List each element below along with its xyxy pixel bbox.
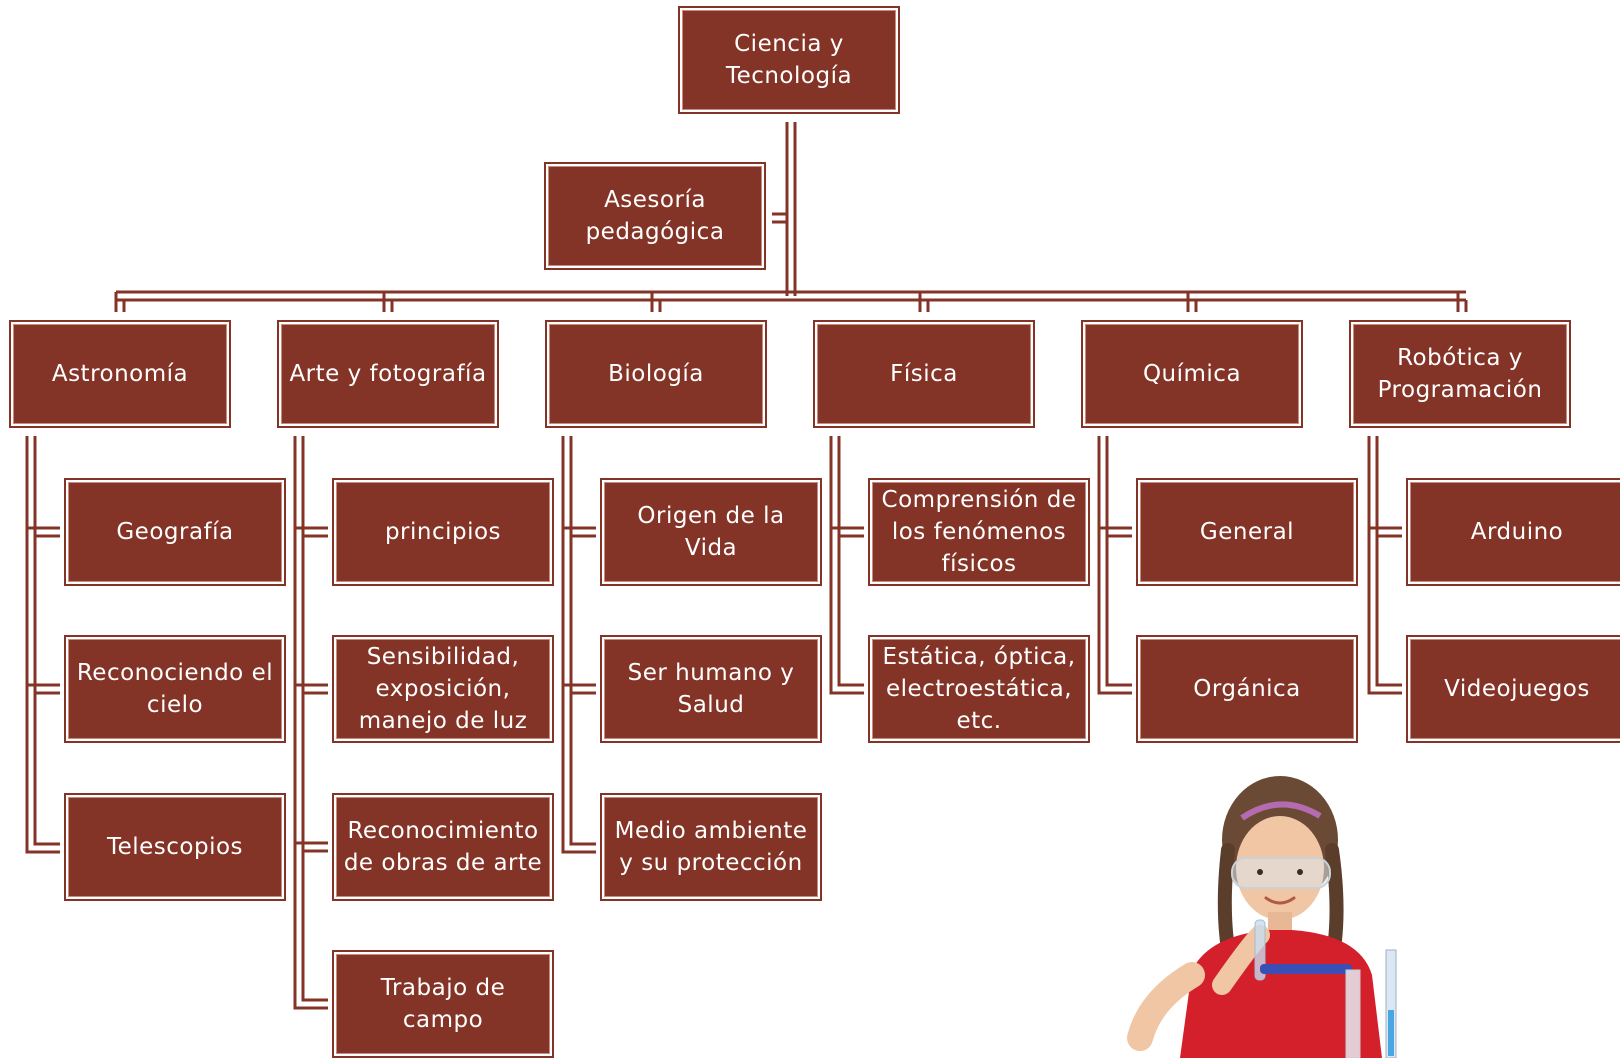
category-robotica-programacion: Robótica y Programación bbox=[1349, 320, 1571, 428]
category-label: Robótica y Programación bbox=[1377, 345, 1543, 403]
topic-label: Geografía bbox=[116, 519, 234, 545]
category-label: Biología bbox=[608, 361, 704, 387]
topic-label: Medio ambiente y su protección bbox=[614, 818, 808, 876]
topic-label: General bbox=[1199, 519, 1295, 545]
category-label: Astronomía bbox=[51, 361, 189, 387]
topic-node: Arduino bbox=[1406, 478, 1620, 586]
category-arte-fotografia: Arte y fotografía bbox=[277, 320, 499, 428]
advisory-label: Asesoría pedagógica bbox=[585, 187, 725, 245]
topic-label: Estática, óptica, electroestática, etc. bbox=[882, 644, 1076, 734]
topic-node: Telescopios bbox=[64, 793, 286, 901]
topic-label: Telescopios bbox=[106, 834, 244, 860]
topic-node: Medio ambiente y su protección bbox=[600, 793, 822, 901]
topic-node: Estática, óptica, electroestática, etc. bbox=[868, 635, 1090, 743]
category-label: Química bbox=[1142, 361, 1242, 387]
advisory-node: Asesoría pedagógica bbox=[544, 162, 766, 270]
category-quimica: Química bbox=[1081, 320, 1303, 428]
root-label: Ciencia y Tecnología bbox=[725, 31, 853, 89]
topic-label: Reconocimiento de obras de arte bbox=[343, 818, 543, 876]
topic-label: principios bbox=[384, 519, 502, 545]
topic-node: Reconociendo el cielo bbox=[64, 635, 286, 743]
topic-node: Sensibilidad, exposición, manejo de luz bbox=[332, 635, 554, 743]
topic-label: Comprensión de los fenómenos físicos bbox=[881, 487, 1077, 577]
topic-node: General bbox=[1136, 478, 1358, 586]
category-biologia: Biología bbox=[545, 320, 767, 428]
topic-label: Arduino bbox=[1470, 519, 1564, 545]
topic-label: Videojuegos bbox=[1444, 676, 1590, 702]
topic-node: Geografía bbox=[64, 478, 286, 586]
topic-node: Comprensión de los fenómenos físicos bbox=[868, 478, 1090, 586]
topic-node: Videojuegos bbox=[1406, 635, 1620, 743]
topic-label: Origen de la Vida bbox=[637, 503, 785, 561]
topic-node: Reconocimiento de obras de arte bbox=[332, 793, 554, 901]
child-scientist-image bbox=[1127, 776, 1397, 1058]
topic-node: Orgánica bbox=[1136, 635, 1358, 743]
topic-label: Ser humano y Salud bbox=[627, 660, 795, 718]
category-fisica: Física bbox=[813, 320, 1035, 428]
topic-node: Trabajo de campo bbox=[332, 950, 554, 1058]
topic-node: Ser humano y Salud bbox=[600, 635, 822, 743]
topic-label: Trabajo de campo bbox=[380, 975, 506, 1033]
topic-label: Sensibilidad, exposición, manejo de luz bbox=[358, 644, 528, 734]
topic-label: Orgánica bbox=[1193, 676, 1301, 702]
topic-label: Reconociendo el cielo bbox=[76, 660, 274, 718]
root-node: Ciencia y Tecnología bbox=[678, 6, 900, 114]
category-label: Arte y fotografía bbox=[289, 361, 487, 387]
topic-node: principios bbox=[332, 478, 554, 586]
category-label: Física bbox=[890, 361, 958, 387]
topic-node: Origen de la Vida bbox=[600, 478, 822, 586]
category-astronomia: Astronomía bbox=[9, 320, 231, 428]
